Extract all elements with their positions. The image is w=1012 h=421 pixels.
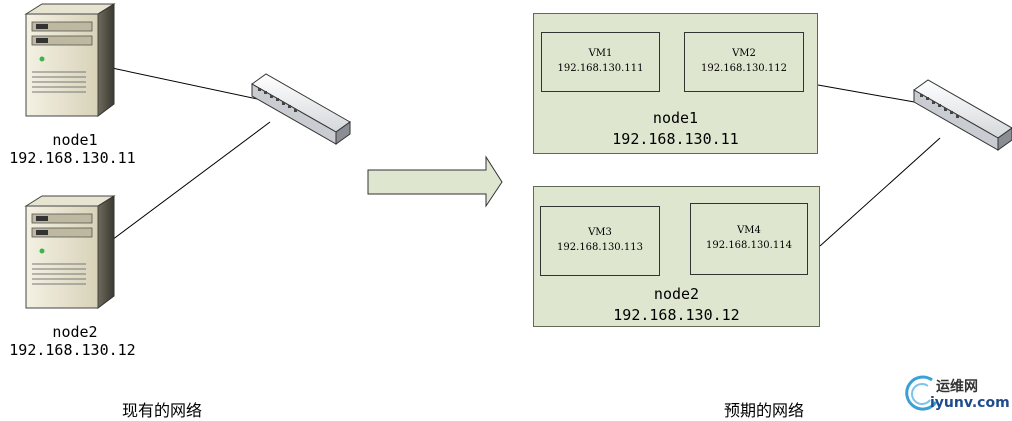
host-node2: VM3 192.168.130.113 VM4 192.168.130.114 … xyxy=(533,186,820,327)
vm-name: VM3 xyxy=(588,227,612,238)
current-node2-name: node2 xyxy=(52,323,98,341)
current-network-caption: 现有的网络 xyxy=(121,401,202,420)
vm-box-4: VM4 192.168.130.114 xyxy=(690,203,808,275)
logo-icon xyxy=(905,375,938,411)
vm-box-2: VM2 192.168.130.112 xyxy=(684,32,804,92)
server-icon xyxy=(24,195,116,309)
switch-icon xyxy=(251,73,351,145)
watermark-logo: 运维网 iyunv.com xyxy=(902,374,1010,416)
vm-name: VM1 xyxy=(588,48,613,59)
current-node2-ip: 192.168.130.12 xyxy=(9,341,136,359)
vm-name: VM2 xyxy=(732,48,756,59)
host-node1-name: node1 xyxy=(652,109,699,127)
watermark-top: 运维网 xyxy=(936,379,978,395)
server-icon xyxy=(24,3,116,117)
host-node1-label: node1 192.168.130.11 xyxy=(534,108,817,150)
link-host2-switch xyxy=(819,137,941,247)
host-node1: VM1 192.168.130.111 VM2 192.168.130.112 … xyxy=(533,13,818,154)
watermark-bottom: iyunv.com xyxy=(930,395,1010,411)
arrow-right-icon xyxy=(367,155,503,208)
vm-ip: 192.168.130.112 xyxy=(701,63,787,74)
planned-network-caption: 预期的网络 xyxy=(723,401,804,420)
switch-icon xyxy=(913,79,1012,151)
host-node1-ip: 192.168.130.11 xyxy=(612,130,739,148)
vm-box-1: VM1 192.168.130.111 xyxy=(541,32,660,92)
host-node2-label: node2 192.168.130.12 xyxy=(534,284,819,326)
vm-box-3: VM3 192.168.130.113 xyxy=(540,206,660,276)
link-node1-switch xyxy=(111,67,263,101)
link-host1-switch xyxy=(817,84,921,104)
vm-ip: 192.168.130.111 xyxy=(557,63,644,74)
current-node1-name: node1 xyxy=(52,131,98,149)
host-node2-name: node2 xyxy=(653,285,700,303)
current-node2-label: node2 192.168.130.12 xyxy=(0,323,150,359)
host-node2-ip: 192.168.130.12 xyxy=(613,306,740,324)
vm-ip: 192.168.130.114 xyxy=(706,240,792,251)
vm-ip: 192.168.130.113 xyxy=(557,242,643,253)
current-node1-ip: 192.168.130.11 xyxy=(9,149,136,167)
vm-name: VM4 xyxy=(737,225,761,236)
link-node2-switch xyxy=(111,121,271,241)
current-node1-label: node1 192.168.130.11 xyxy=(0,131,150,167)
